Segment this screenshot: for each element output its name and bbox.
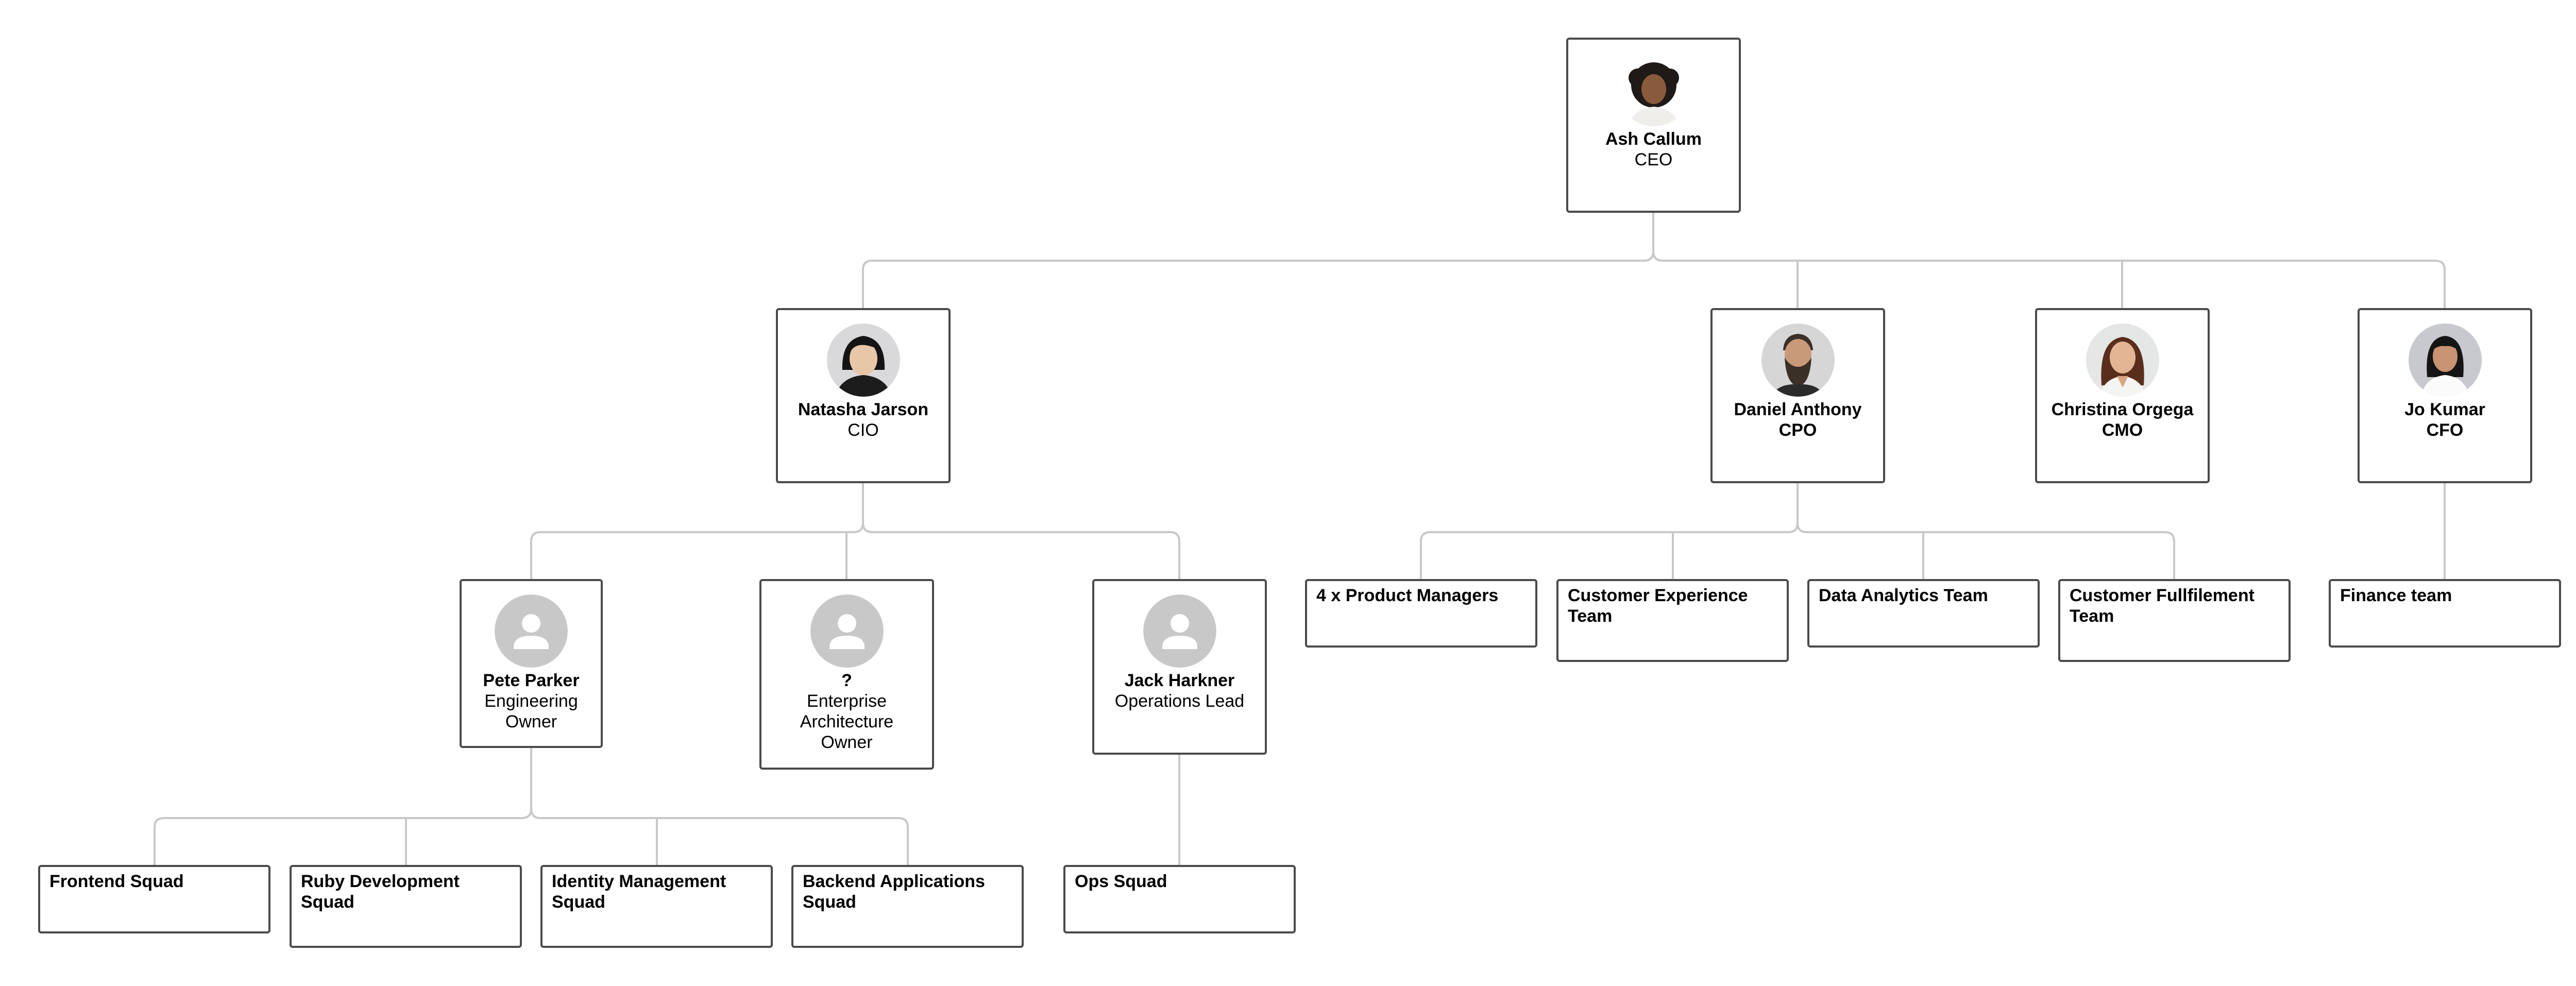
exec-name: Daniel Anthony: [1734, 400, 1862, 419]
exec-card-cpo[interactable]: Daniel Anthony CPO: [1710, 308, 1885, 483]
ceo-card[interactable]: Ash Callum CEO: [1566, 38, 1741, 213]
exec-title: CPO: [1778, 420, 1817, 440]
person-photo-icon: [2086, 324, 2159, 397]
report-card-enterprise-architecture[interactable]: ? Enterprise Architecture Owner: [759, 579, 934, 770]
person-placeholder-icon: [1143, 594, 1216, 668]
connector-cpo-right: [1797, 522, 2175, 581]
person-placeholder-icon: [810, 594, 884, 668]
exec-name: Jo Kumar: [2404, 400, 2485, 419]
ceo-title: CEO: [1634, 150, 1673, 169]
team-label: Ops Squad: [1075, 872, 1167, 891]
connector-ceo-right: [1652, 251, 2446, 310]
exec-card-cmo[interactable]: Christina Orgega CMO: [2035, 308, 2210, 483]
exec-card-cio[interactable]: Natasha Jarson CIO: [776, 308, 951, 483]
report-name: Pete Parker: [483, 671, 580, 690]
team-label: 4 x Product Managers: [1316, 586, 1499, 605]
report-title-line: Enterprise: [807, 691, 887, 711]
connector-ceo-trunk: [862, 213, 1654, 310]
person-photo-icon: [1617, 53, 1690, 126]
report-name: ?: [841, 671, 852, 690]
connector-cio-right: [862, 522, 1180, 581]
person-photo-icon: [1761, 324, 1835, 397]
connector-cpo-trunk: [1420, 483, 1799, 581]
connector-cio-trunk: [530, 483, 864, 581]
report-card-engineering[interactable]: Pete Parker Engineering Owner: [460, 579, 603, 748]
team-label: Data Analytics Team: [1819, 586, 1988, 605]
exec-card-cfo[interactable]: Jo Kumar CFO: [2358, 308, 2532, 483]
exec-title: CFO: [2426, 420, 2464, 440]
connector-eng-trunk: [154, 748, 532, 867]
team-card-product-managers[interactable]: 4 x Product Managers: [1305, 579, 1537, 648]
report-title-line: Engineering: [484, 691, 578, 711]
person-photo-icon: [826, 324, 900, 397]
person-photo-icon: [2408, 324, 2482, 397]
exec-name: Natasha Jarson: [798, 400, 929, 419]
report-title-line: Owner: [505, 712, 557, 732]
person-placeholder-icon: [495, 594, 568, 668]
team-label: Finance team: [2340, 586, 2452, 605]
exec-title: CIO: [848, 420, 879, 440]
ceo-name: Ash Callum: [1605, 129, 1702, 149]
team-card-data-analytics[interactable]: Data Analytics Team: [1807, 579, 2040, 648]
team-card-finance[interactable]: Finance team: [2329, 579, 2561, 648]
report-title-line: Operations Lead: [1114, 691, 1245, 711]
team-card-ops-squad[interactable]: Ops Squad: [1063, 865, 1296, 933]
report-title-line: Owner: [821, 733, 873, 752]
connector-eng-right: [530, 808, 909, 867]
report-title-line: Architecture: [800, 712, 894, 732]
exec-title: CMO: [2102, 420, 2143, 440]
team-label: Frontend Squad: [49, 872, 184, 891]
report-name: Jack Harkner: [1124, 671, 1235, 690]
exec-name: Christina Orgega: [2051, 400, 2194, 419]
team-card-frontend-squad[interactable]: Frontend Squad: [38, 865, 270, 933]
report-card-operations[interactable]: Jack Harkner Operations Lead: [1092, 579, 1267, 755]
